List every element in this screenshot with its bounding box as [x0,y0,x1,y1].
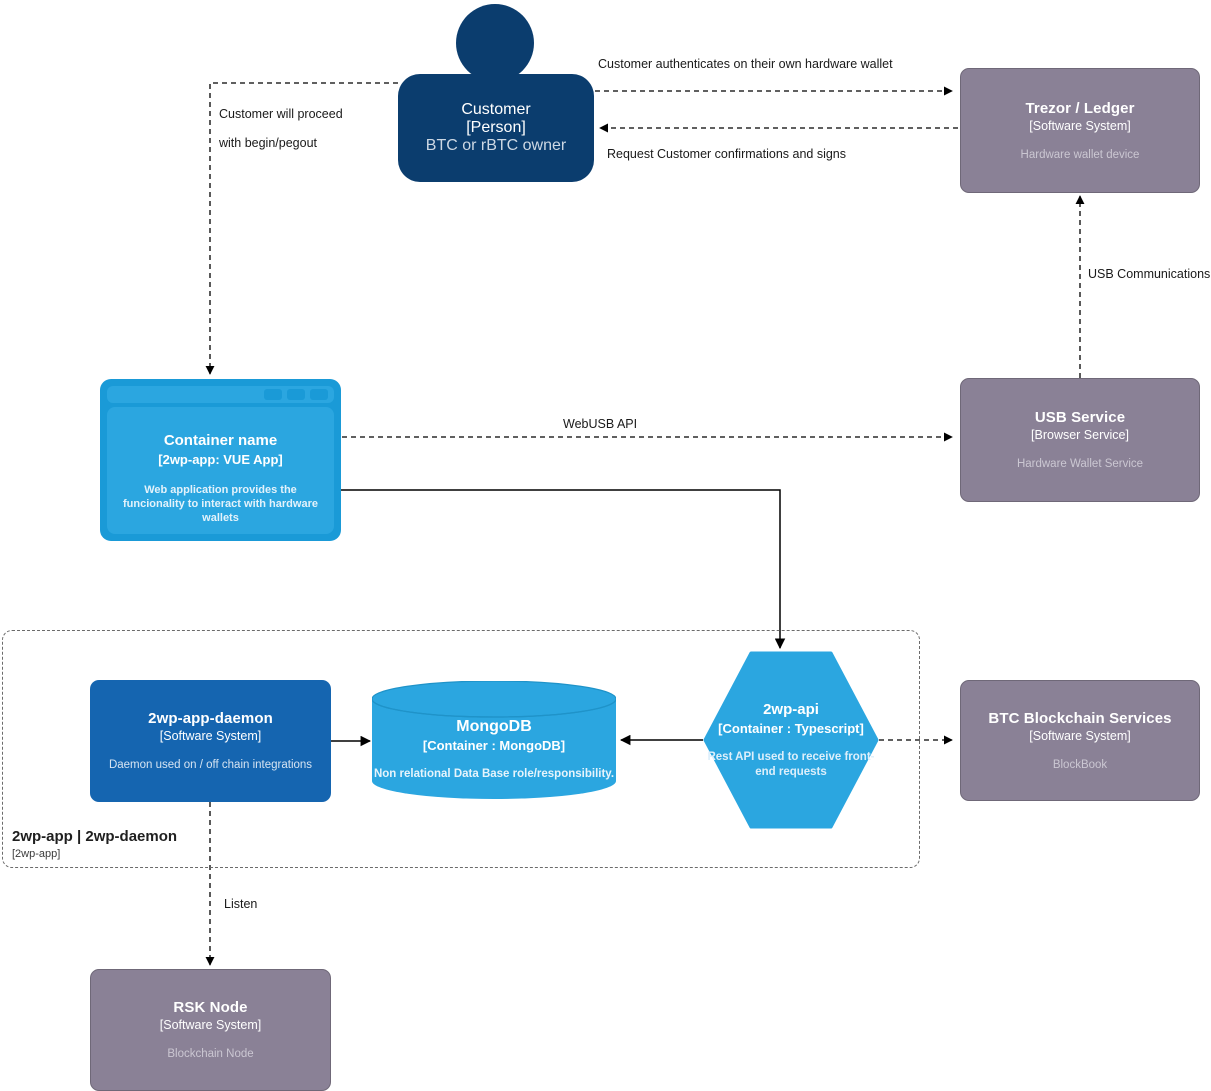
browser-control-minimize-icon[interactable] [264,389,282,400]
edge-label-request-confirmations: Request Customer confirmations and signs [607,147,847,161]
api-content: 2wp-api [Container : Typescript] Rest AP… [703,651,879,829]
mongodb-description: Non relational Data Base role/responsibi… [373,768,615,780]
api-description: Rest API used to receive front-end reque… [707,751,875,778]
edge-customer-to-container [205,82,398,375]
person-head-icon [456,4,534,82]
browser-title-bar [107,386,334,403]
node-rsk-node[interactable]: RSK Node [Software System] Blockchain No… [90,969,331,1091]
api-type: [Container : Typescript] [718,721,864,736]
daemon-description: Daemon used on / off chain integrations [108,759,313,771]
btc-services-type: [Software System] [1029,728,1131,743]
boundary-name: 2wp-app | 2wp-daemon [12,828,178,845]
edge-container-to-api [341,489,786,650]
browser-content: Container name [2wp-app: VUE App] Web ap… [107,407,334,534]
customer-body: Customer [Person] BTC or rBTC owner [398,74,594,182]
container-name-title: Container name [163,431,278,449]
rsk-node-title: RSK Node [173,999,248,1016]
btc-services-description: BlockBook [1052,758,1108,771]
boundary-2wp-app [2,630,920,868]
usb-service-type: [Browser Service] [1031,428,1129,442]
customer-title: Customer [461,101,531,118]
node-btc-blockchain-services[interactable]: BTC Blockchain Services [Software System… [960,680,1200,801]
edge-label-customer-proceed-line2: with begin/pegout [219,136,317,150]
edge-label-webusb-api: WebUSB API [563,417,638,431]
trezor-ledger-type: [Software System] [1029,118,1131,133]
mongodb-title: MongoDB [456,718,532,735]
browser-control-maximize-icon[interactable] [287,389,305,400]
mongodb-content: MongoDB [Container : MongoDB] Non relati… [372,681,616,799]
browser-control-close-icon[interactable] [310,389,328,400]
node-2wp-app-daemon[interactable]: 2wp-app-daemon [Software System] Daemon … [90,680,331,802]
api-title: 2wp-api [763,701,819,718]
boundary-label: 2wp-app | 2wp-daemon [2wp-app] [12,827,272,862]
trezor-ledger-title: Trezor / Ledger [1025,99,1135,117]
daemon-title: 2wp-app-daemon [148,710,273,727]
mongodb-type: [Container : MongoDB] [422,738,566,753]
rsk-node-type: [Software System] [159,1018,262,1032]
container-name-type: [2wp-app: VUE App] [158,451,283,467]
container-name-description: Web application provides the funcionalit… [123,483,318,524]
node-usb-service[interactable]: USB Service [Browser Service] Hardware W… [960,378,1200,502]
database-cylinder-icon [372,681,616,799]
daemon-type: [Software System] [159,729,262,743]
node-customer[interactable]: Customer [Person] BTC or rBTC owner [398,4,594,182]
edge-label-customer-authenticates: Customer authenticates on their own hard… [598,57,893,71]
node-trezor-ledger[interactable]: Trezor / Ledger [Software System] Hardwa… [960,68,1200,193]
customer-description: BTC or rBTC owner [425,137,567,154]
node-container-name[interactable]: Container name [2wp-app: VUE App] Web ap… [100,379,341,541]
node-2wp-api[interactable]: 2wp-api [Container : Typescript] Rest AP… [703,651,879,829]
btc-services-title: BTC Blockchain Services [988,709,1172,727]
rsk-node-description: Blockchain Node [167,1048,254,1060]
hexagon-shape-icon [703,651,879,829]
customer-type: [Person] [466,119,526,136]
usb-service-description: Hardware Wallet Service [1016,458,1144,470]
boundary-type: [2wp-app] [12,848,61,860]
usb-service-title: USB Service [1034,409,1126,426]
edge-label-customer-proceed-line1: Customer will proceed [219,107,343,121]
node-mongodb[interactable]: MongoDB [Container : MongoDB] Non relati… [372,681,616,799]
edge-label-usb-communications: USB Communications [1088,267,1211,281]
trezor-ledger-description: Hardware wallet device [1020,148,1140,161]
edge-label-listen: Listen [224,897,258,911]
